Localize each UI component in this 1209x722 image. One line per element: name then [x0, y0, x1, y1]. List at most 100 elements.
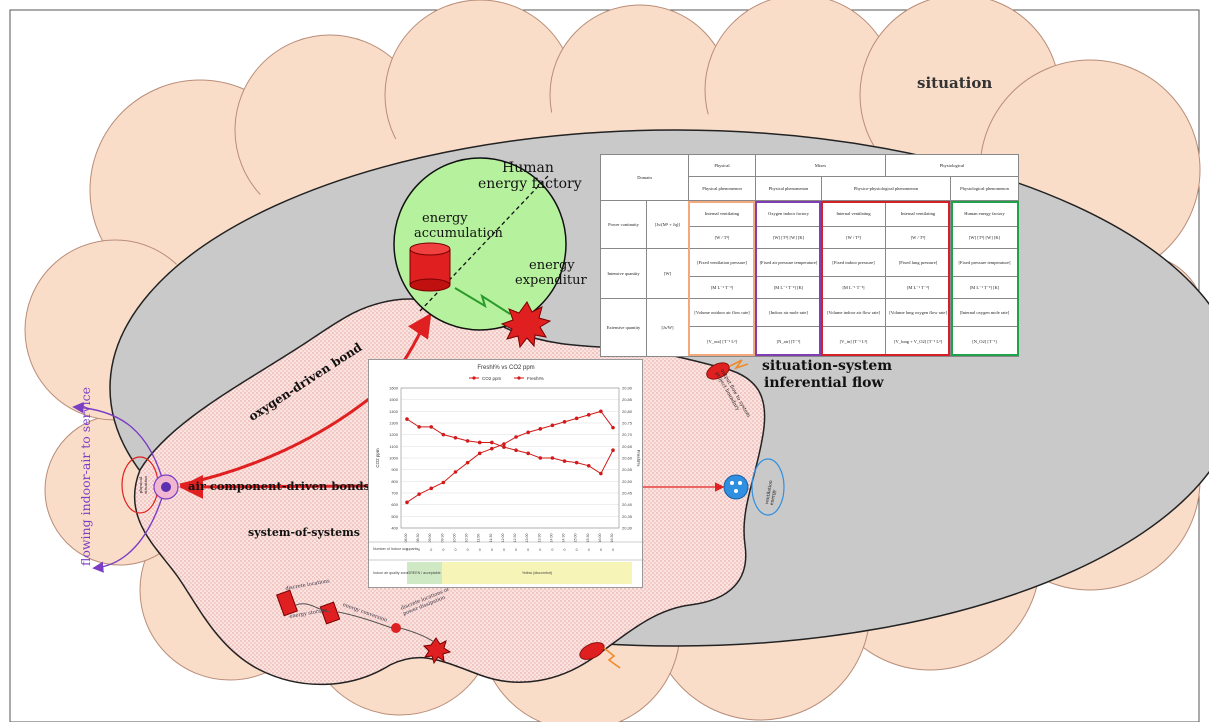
data-point — [405, 417, 409, 421]
table-row-name: Extensive quantity — [600, 298, 647, 357]
data-point — [550, 423, 555, 428]
occupant-count: 0 — [430, 548, 432, 552]
left-tick-label: 1300 — [389, 421, 399, 426]
table-cell: Oxygen indoor factory — [755, 200, 822, 227]
occupant-count: 0 — [515, 548, 517, 552]
physiological-column-frame — [951, 201, 1019, 356]
air-component-node-core — [161, 482, 171, 492]
left-tick-label: 1200 — [389, 432, 399, 437]
expenditure-line1: energy — [529, 258, 575, 273]
right-tick-label: 20,75 — [622, 421, 633, 426]
energy-accumulation-label: energy accumulation — [414, 211, 503, 241]
x-tick-label: 16:00 — [598, 534, 602, 543]
table-row-unit: [Js/W] — [646, 298, 689, 357]
left-tick-label: 800 — [391, 479, 398, 484]
data-point — [453, 470, 458, 474]
factory-label-line1: Human — [502, 160, 554, 176]
left-tick-label: 400 — [391, 526, 398, 531]
data-point — [574, 416, 579, 421]
ventilation-node — [723, 474, 749, 500]
right-tick-label: 20,70 — [622, 432, 633, 437]
data-point — [538, 427, 543, 431]
right-tick-label: 20,50 — [622, 479, 633, 484]
footer-zone-yellow — [442, 562, 632, 584]
data-point — [429, 425, 434, 429]
legend-marker — [472, 376, 476, 380]
data-point — [514, 435, 518, 439]
footer-zone-green — [407, 562, 442, 584]
data-point — [562, 420, 567, 424]
system-of-systems-label: system-of-systems — [248, 526, 360, 539]
data-point — [611, 448, 615, 453]
x-tick-label: 09:30 — [440, 534, 444, 543]
physico-column-frame — [821, 201, 950, 356]
air-component-bonds-label: air component-driven bonds — [188, 479, 370, 493]
left-tick-label: 1500 — [389, 397, 399, 402]
situation-system-line1: situation-system — [762, 358, 893, 374]
left-tick-label: 1400 — [389, 409, 399, 414]
table-cell-unit: [N_O2] [T⁻¹] — [950, 326, 1019, 357]
data-point — [441, 432, 446, 437]
occupant-count: 0 — [539, 548, 541, 552]
table-physicophysiological: Physico-physiological phenomenon — [821, 176, 951, 201]
oxygen-driven-bond-arrow — [179, 313, 432, 487]
table-physiological-header: Physiological — [885, 154, 1019, 177]
table-cell: [Fixed indoor pressure] — [821, 248, 886, 277]
right-tick-label: 20,65 — [622, 444, 633, 449]
series-line — [406, 410, 614, 503]
data-point — [490, 440, 494, 445]
accumulation-line2: accumulation — [414, 226, 503, 241]
accumulation-line1: energy — [422, 211, 468, 226]
occupant-count: 0 — [491, 548, 493, 552]
occupant-count: 0 — [503, 548, 505, 552]
occupant-count: 0 — [576, 548, 578, 552]
footer-zone-yellow-label: Yellow (discomfort) — [522, 571, 552, 575]
data-point — [562, 459, 567, 463]
right-tick-label: 20,90 — [622, 386, 633, 391]
series-line — [406, 418, 614, 475]
data-point — [429, 486, 434, 491]
data-point — [465, 460, 470, 465]
data-point — [441, 480, 446, 485]
table-row-name: Power continuity — [600, 200, 647, 249]
legend-marker — [517, 376, 521, 380]
legend-label: CO2 ppm — [482, 376, 502, 381]
right-tick-label: 20,80 — [622, 409, 633, 414]
data-point — [611, 425, 615, 430]
right-tick-label: 20,85 — [622, 397, 633, 402]
energy-accumulation-cylinder — [409, 242, 451, 292]
data-point — [477, 451, 482, 456]
data-point — [417, 425, 421, 429]
indoor-air-loop — [72, 401, 166, 573]
table-row-unit: [W] — [646, 248, 689, 299]
data-point — [526, 451, 530, 456]
footer-occupants-label: Number of Indoor occupants — [373, 547, 419, 551]
table-cell: [Volume lung oxygen flow rate] — [885, 298, 951, 327]
left-tick-label: 700 — [391, 491, 398, 496]
right-tick-label: 20,45 — [622, 491, 633, 496]
left-tick-label: 600 — [391, 502, 398, 507]
occupant-count: 0 — [551, 548, 553, 552]
occupant-count: 0 — [467, 548, 469, 552]
data-point — [599, 471, 603, 476]
data-point — [586, 463, 591, 468]
situation-label: situation — [917, 74, 993, 92]
table-physical-phenomenon: Physical phenomenon — [688, 176, 756, 201]
data-point — [405, 500, 409, 505]
energy-expenditure-burst — [500, 301, 552, 349]
left-tick-label: 1600 — [389, 386, 399, 391]
spark-bottom — [603, 647, 621, 669]
data-point — [477, 440, 482, 445]
occupant-count: 0 — [454, 548, 456, 552]
x-tick-label: 15:30 — [586, 534, 590, 543]
x-tick-label: 08:00 — [404, 534, 408, 543]
occupant-count: 0 — [418, 548, 420, 552]
data-point — [586, 413, 591, 417]
left-tick-label: 1100 — [389, 444, 398, 449]
table-row-unit: [Js/(M³ + Jq)] — [646, 200, 689, 249]
x-tick-label: 09:00 — [428, 534, 432, 543]
x-tick-label: 12:30 — [513, 534, 517, 543]
